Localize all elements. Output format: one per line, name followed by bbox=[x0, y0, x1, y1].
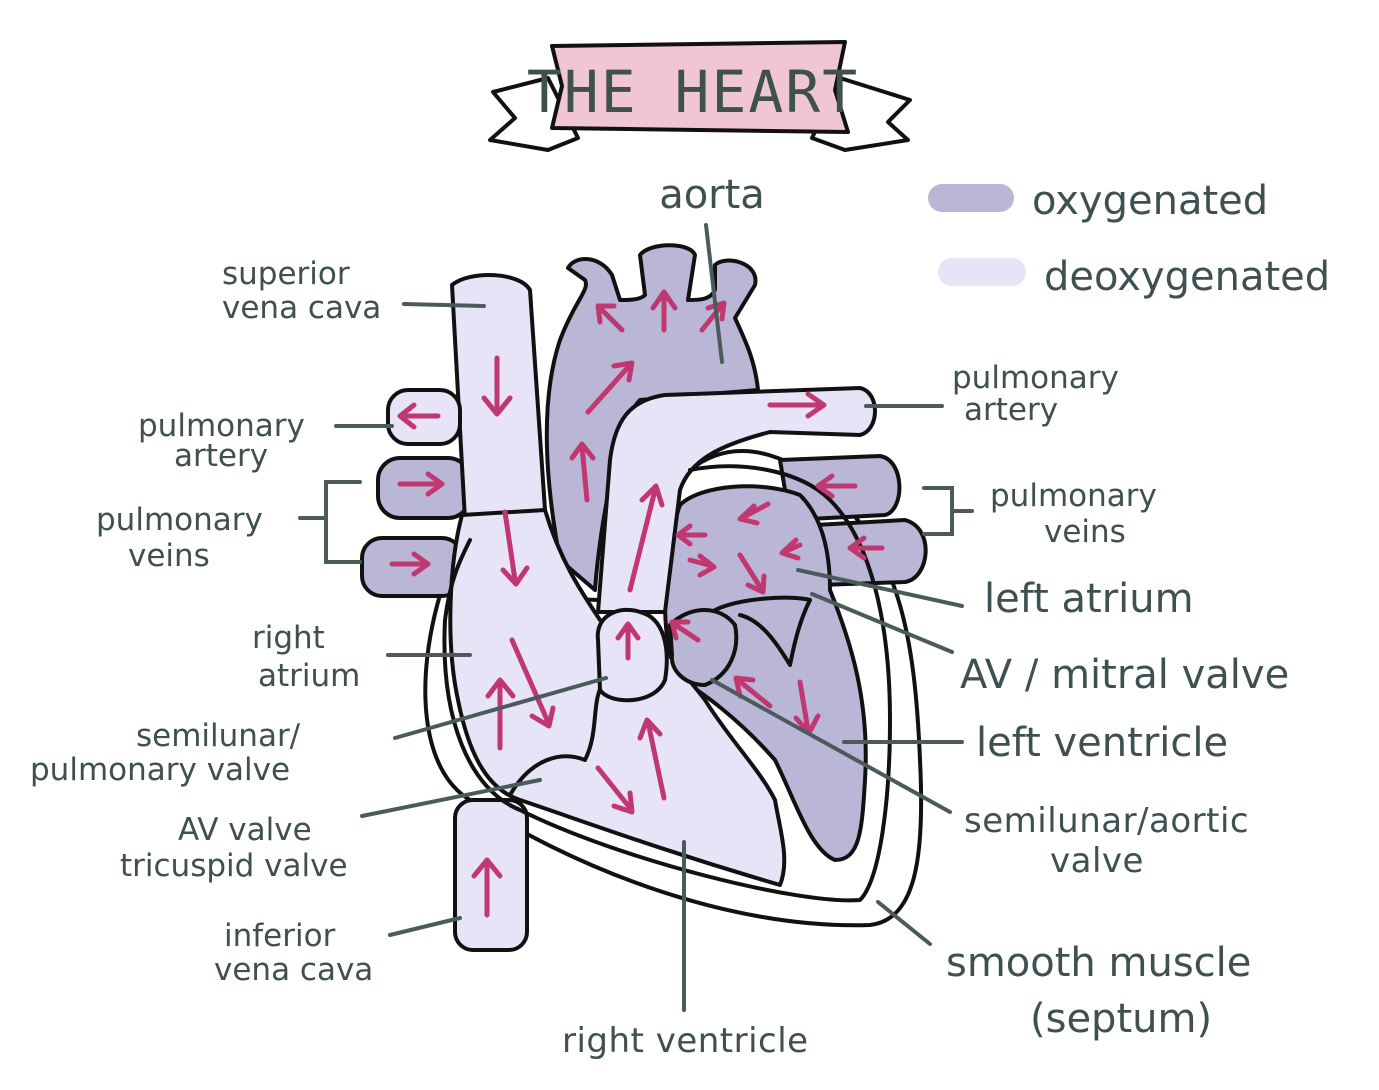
pulmonary-vein-left-upper bbox=[376, 456, 472, 520]
arrow-ra-down bbox=[500, 509, 530, 587]
arrow-pulm-left bbox=[397, 402, 441, 430]
arrow-pulm-trunk bbox=[627, 483, 665, 593]
label-pulm-veins-left-line1: pulmonary bbox=[96, 502, 263, 538]
leader-smooth-muscle bbox=[876, 900, 932, 946]
arrow-aorta-1 bbox=[585, 360, 635, 415]
legend-label-deoxygenated: deoxygenated bbox=[1044, 254, 1330, 300]
leader-aorta bbox=[704, 223, 724, 364]
arrow-pulm-right bbox=[767, 391, 827, 419]
label-pulm-veins-right-line1: pulmonary bbox=[990, 478, 1157, 514]
label-left-atrium: left atrium bbox=[984, 576, 1194, 622]
arrow-lv-up bbox=[733, 675, 773, 709]
pulmonary-trunk bbox=[596, 386, 877, 614]
label-svc-line1: superior bbox=[222, 256, 350, 292]
pulmonary-valve bbox=[595, 607, 669, 703]
leader-svc bbox=[402, 302, 486, 308]
leader-lines bbox=[298, 223, 974, 1012]
label-right-atrium-line1: right bbox=[252, 620, 325, 656]
banner-left-tail bbox=[488, 76, 580, 152]
label-aorta: aorta bbox=[659, 172, 765, 218]
arrow-ra-up bbox=[485, 677, 516, 751]
label-pulm-artery-right-line2: artery bbox=[964, 392, 1058, 428]
label-semilunar-aortic-line1: semilunar/aortic bbox=[964, 801, 1249, 841]
label-smooth-muscle-line1: smooth muscle bbox=[946, 940, 1251, 986]
label-smooth-muscle-line2: (septum) bbox=[1030, 996, 1212, 1042]
page-title: THE HEART bbox=[527, 58, 859, 126]
arrow-la-1 bbox=[737, 501, 771, 526]
pulmonary-vein-right-lower bbox=[813, 518, 928, 587]
leader-pulm-veins-left bbox=[298, 480, 362, 564]
leader-left-atrium bbox=[796, 568, 964, 608]
label-semilunar-pulm-line2: pulmonary valve bbox=[30, 752, 290, 788]
banner-body bbox=[550, 40, 850, 134]
arrow-pv-right-lower bbox=[847, 535, 885, 561]
arrow-rv-up bbox=[637, 717, 667, 801]
legend-swatch-oxygenated bbox=[928, 184, 1014, 212]
label-pulm-veins-right-line2: veins bbox=[1044, 514, 1126, 550]
label-ivc-line2: vena cava bbox=[214, 952, 373, 988]
arrow-rv-down bbox=[595, 765, 635, 815]
label-ivc-line1: inferior bbox=[224, 918, 336, 954]
mitral-valve bbox=[713, 595, 812, 667]
title-banner: THE HEART bbox=[488, 40, 912, 152]
label-av-tricuspid-line2: tricuspid valve bbox=[120, 848, 348, 884]
oxygenated-structures bbox=[360, 243, 928, 862]
arrow-la-2 bbox=[675, 523, 708, 547]
arrow-pulm-valve bbox=[615, 621, 641, 661]
label-av-mitral: AV / mitral valve bbox=[960, 652, 1289, 698]
arrow-ra-to-rv bbox=[509, 637, 556, 729]
label-av-tricuspid-line1: AV valve bbox=[178, 812, 312, 848]
label-right-ventricle: right ventricle bbox=[562, 1021, 809, 1061]
leader-semilunar-aortic bbox=[710, 678, 952, 814]
label-right-atrium-line2: atrium bbox=[258, 658, 360, 694]
leader-mitral bbox=[810, 592, 954, 654]
aortic-valve bbox=[668, 608, 739, 687]
label-semilunar-aortic-line2: valve bbox=[1050, 841, 1144, 881]
legend-swatch-deoxygenated bbox=[938, 258, 1026, 286]
legend: oxygenated deoxygenated bbox=[928, 178, 1330, 300]
arrow-la-4 bbox=[737, 552, 767, 595]
arrow-svc bbox=[481, 355, 513, 417]
blood-flow-arrows bbox=[389, 289, 885, 918]
inferior-vena-cava bbox=[453, 798, 529, 952]
diagram-labels: aorta superior vena cava pulmonary arter… bbox=[30, 172, 1289, 1061]
arrow-pv-left-lower bbox=[389, 551, 431, 577]
arrow-aorta-5 bbox=[699, 300, 727, 333]
legend-label-oxygenated: oxygenated bbox=[1032, 178, 1268, 224]
leader-ivc bbox=[388, 916, 462, 937]
arrow-pv-right-upper bbox=[815, 473, 858, 499]
label-semilunar-pulm-line1: semilunar/ bbox=[136, 718, 301, 754]
leader-pulm-veins-right bbox=[922, 486, 974, 536]
arrow-aorta-2 bbox=[569, 441, 596, 503]
arrow-pv-left-upper bbox=[397, 471, 445, 497]
pulmonary-vein-left-lower bbox=[360, 536, 464, 598]
arrow-ivc bbox=[471, 857, 503, 918]
label-pulm-artery-right-line1: pulmonary bbox=[952, 360, 1119, 396]
arrow-la-5 bbox=[779, 537, 803, 561]
label-pulm-veins-left-line2: veins bbox=[128, 538, 210, 574]
label-pulm-artery-left-line2: artery bbox=[174, 438, 268, 474]
arrow-aorta-3 bbox=[595, 303, 625, 333]
label-pulm-artery-left-line1: pulmonary bbox=[138, 408, 305, 444]
inner-septum-line bbox=[442, 464, 892, 903]
label-svc-line2: vena cava bbox=[222, 290, 381, 326]
tricuspid-valve bbox=[508, 678, 607, 797]
label-left-ventricle: left ventricle bbox=[976, 720, 1228, 766]
leader-semilunar-pulm bbox=[393, 676, 608, 740]
arrow-aortic-valve bbox=[669, 619, 701, 643]
leader-av-tricuspid bbox=[360, 778, 542, 818]
arrow-la-3 bbox=[687, 553, 717, 578]
arrow-aorta-4 bbox=[650, 289, 678, 333]
